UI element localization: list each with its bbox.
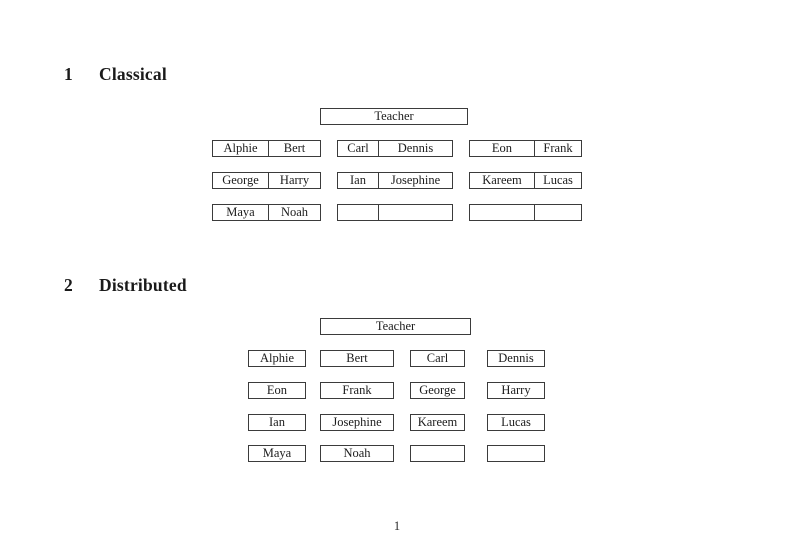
desk-seat: Kareem (417, 414, 458, 429)
desk: Bert (320, 350, 394, 367)
desk-seat: Lucas (501, 414, 531, 429)
desk: George (410, 382, 465, 399)
page-number: 1 (393, 519, 401, 533)
desk-seat: Bert (268, 141, 320, 156)
desk-seat: Josephine (378, 173, 452, 188)
desk-seat: Harry (501, 382, 531, 397)
desk-seat: Lucas (534, 173, 581, 188)
desk-seat: Eon (266, 382, 288, 397)
section-number: 2 (64, 275, 73, 295)
desk-seat: Alphie (223, 140, 258, 155)
desk: Kareem (410, 414, 465, 431)
desk: Kareem Lucas (469, 172, 582, 189)
desk-seat: Noah (343, 445, 371, 460)
section-heading-classical: 1 Classical (64, 64, 167, 84)
desk: Eon Frank (469, 140, 582, 157)
desk (410, 445, 465, 462)
desk-seat: Dennis (378, 141, 452, 156)
desk-seat: Frank (342, 382, 372, 397)
desk-seat: Eon (491, 140, 513, 155)
desk-seat: Carl (426, 350, 449, 365)
section-heading-distributed: 2 Distributed (64, 275, 187, 295)
desk-seat: Ian (350, 172, 366, 187)
desk-seat: Maya (226, 204, 255, 219)
desk: Eon (248, 382, 306, 399)
desk-seat: Bert (346, 350, 368, 365)
desk: Lucas (487, 414, 545, 431)
desk-seat: Frank (534, 141, 581, 156)
desk: Ian Josephine (337, 172, 453, 189)
desk-seat (534, 205, 581, 220)
desk-seat (378, 205, 452, 220)
teacher-desk: Teacher (320, 108, 468, 125)
desk-seat (470, 205, 534, 220)
desk-seat (488, 446, 544, 461)
desk: Noah (320, 445, 394, 462)
desk-seat (411, 446, 464, 461)
teacher-label: Teacher (375, 318, 416, 333)
desk: Ian (248, 414, 306, 431)
section-title: Classical (99, 64, 167, 84)
desk-seat: Noah (268, 205, 320, 220)
desk-seat: Carl (347, 140, 369, 155)
desk-seat: George (419, 382, 456, 397)
desk: Alphie Bert (212, 140, 321, 157)
desk: Harry (487, 382, 545, 399)
desk-seat: Alphie (259, 350, 295, 365)
desk (469, 204, 582, 221)
teacher-label: Teacher (374, 108, 414, 123)
desk-seat: Kareem (482, 172, 522, 187)
desk-seat: George (222, 172, 259, 187)
desk-seat: Dennis (498, 350, 534, 365)
desk: Josephine (320, 414, 394, 431)
desk: Maya Noah (212, 204, 321, 221)
desk: Carl Dennis (337, 140, 453, 157)
desk: Carl (410, 350, 465, 367)
desk-seat: Maya (262, 445, 292, 460)
desk-seat (338, 205, 378, 220)
desk-seat: Harry (268, 173, 320, 188)
desk (487, 445, 545, 462)
desk (337, 204, 453, 221)
desk-seat: Ian (269, 414, 285, 429)
section-title: Distributed (99, 275, 187, 295)
teacher-desk: Teacher (320, 318, 471, 335)
desk: George Harry (212, 172, 321, 189)
desk: Maya (248, 445, 306, 462)
desk: Dennis (487, 350, 545, 367)
section-number: 1 (64, 64, 73, 84)
desk: Alphie (248, 350, 306, 367)
desk: Frank (320, 382, 394, 399)
desk-seat: Josephine (332, 414, 382, 429)
